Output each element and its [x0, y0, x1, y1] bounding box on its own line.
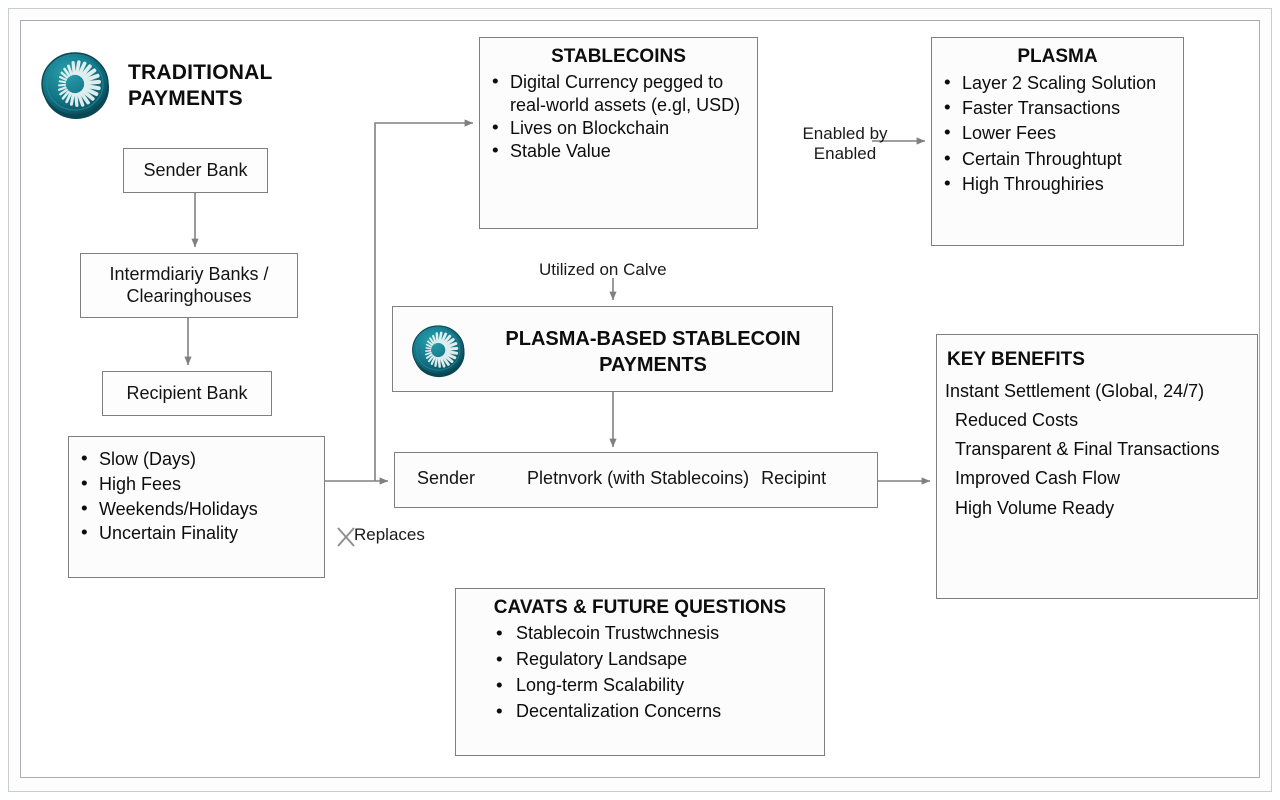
- list-item: Faster Transactions: [942, 95, 1173, 122]
- sender-label: Sender: [417, 468, 476, 488]
- traditional-payments-title: TRADITIONAL PAYMENTS: [128, 60, 273, 111]
- list-item: Layer 2 Scaling Solution: [942, 70, 1173, 97]
- stablecoins-box[interactable]: STABLECOINS Digital Currency pegged to r…: [479, 37, 758, 229]
- sender-bank-box[interactable]: Sender Bank: [123, 148, 268, 193]
- plasma-coin-icon: [36, 44, 116, 124]
- plasma-based-line-1: PLASMA-BASED STABLECOIN: [505, 328, 801, 350]
- caveats-box[interactable]: CAVATS & FUTURE QUESTIONS Stablecoin Tru…: [455, 588, 825, 756]
- recipient-bank-box[interactable]: Recipient Bank: [102, 371, 272, 416]
- plasma-list: Layer 2 Scaling Solution Faster Transact…: [942, 70, 1173, 198]
- list-item: Long-term Scalability: [494, 672, 816, 699]
- recipient-label: Recipint: [761, 468, 827, 488]
- network-label: Pletnvork (with Stablecoins): [527, 468, 750, 488]
- network-flow-row: Sender Pletnvork (with Stablecoins) Reci…: [395, 468, 877, 489]
- connector-label-replaces: Replaces: [354, 525, 425, 544]
- list-item: High Volume Ready: [955, 497, 1115, 518]
- recipient-bank-label: Recipient Bank: [126, 382, 248, 403]
- list-item: Lives on Blockchain: [490, 116, 747, 140]
- traditional-payments-header: TRADITIONAL PAYMENTS: [36, 44, 336, 130]
- title-line-1: TRADITIONAL: [128, 61, 273, 84]
- title-line-2: PAYMENTS: [128, 86, 243, 110]
- plasma-based-payments-title: PLASMA-BASED STABLECOIN PAYMENTS: [483, 327, 823, 378]
- key-benefits-list: Instant Settlement (Global, 24/7) Reduce…: [945, 377, 1251, 523]
- caveats-title: CAVATS & FUTURE QUESTIONS: [493, 597, 787, 618]
- plasma-based-payments-box[interactable]: PLASMA-BASED STABLECOIN PAYMENTS: [392, 306, 833, 392]
- list-item: Certain Throughtupt: [942, 146, 1173, 173]
- list-item: Reduced Costs: [955, 410, 1079, 431]
- list-item: Digital Currency pegged to real-world as…: [490, 70, 747, 117]
- list-item: Stablecoin Trustwchnesis: [494, 620, 816, 647]
- list-item: Decentalization Concerns: [494, 698, 816, 725]
- plasma-coin-icon: [408, 319, 470, 381]
- caveats-list: Stablecoin Trustwchnesis Regulatory Land…: [494, 620, 816, 725]
- intermediary-banks-label: Intermdiariy Banks / Clearinghouses: [109, 264, 269, 306]
- list-item: Instant Settlement (Global, 24/7): [945, 381, 1205, 401]
- stablecoins-title: STABLECOINS: [551, 46, 686, 67]
- traditional-issues-box[interactable]: Slow (Days) High Fees Weekends/Holidays …: [68, 436, 325, 578]
- connector-label-enabled-by: Enabled by Enabled: [802, 124, 888, 164]
- list-item: Weekends/Holidays: [79, 496, 316, 522]
- plasma-title: PLASMA: [1017, 46, 1098, 67]
- stablecoins-list: Digital Currency pegged to real-world as…: [490, 70, 747, 163]
- connector-label-utilized-on: Utilized on Calve: [539, 260, 667, 279]
- list-item: Regulatory Landsape: [494, 646, 816, 673]
- traditional-issues-list: Slow (Days) High Fees Weekends/Holidays …: [79, 446, 316, 546]
- list-item: High Fees: [79, 471, 316, 497]
- key-benefits-title: KEY BENEFITS: [947, 349, 1085, 370]
- intermediary-banks-box[interactable]: Intermdiariy Banks / Clearinghouses: [80, 253, 298, 318]
- network-flow-box[interactable]: Sender Pletnvork (with Stablecoins) Reci…: [394, 452, 878, 508]
- key-benefits-box[interactable]: KEY BENEFITS Instant Settlement (Global,…: [936, 334, 1258, 599]
- list-item: Uncertain Finality: [79, 520, 316, 546]
- plasma-box[interactable]: PLASMA Layer 2 Scaling Solution Faster T…: [931, 37, 1184, 246]
- list-item: Improved Cash Flow: [955, 468, 1121, 489]
- list-item: Transparent & Final Transactions: [955, 439, 1220, 460]
- plasma-based-line-2: PAYMENTS: [599, 353, 707, 376]
- list-item: Lower Fees: [942, 120, 1173, 147]
- list-item: High Throughiries: [942, 171, 1173, 198]
- list-item: Slow (Days): [79, 446, 316, 472]
- sender-bank-label: Sender Bank: [143, 159, 248, 180]
- list-item: Stable Value: [490, 139, 747, 163]
